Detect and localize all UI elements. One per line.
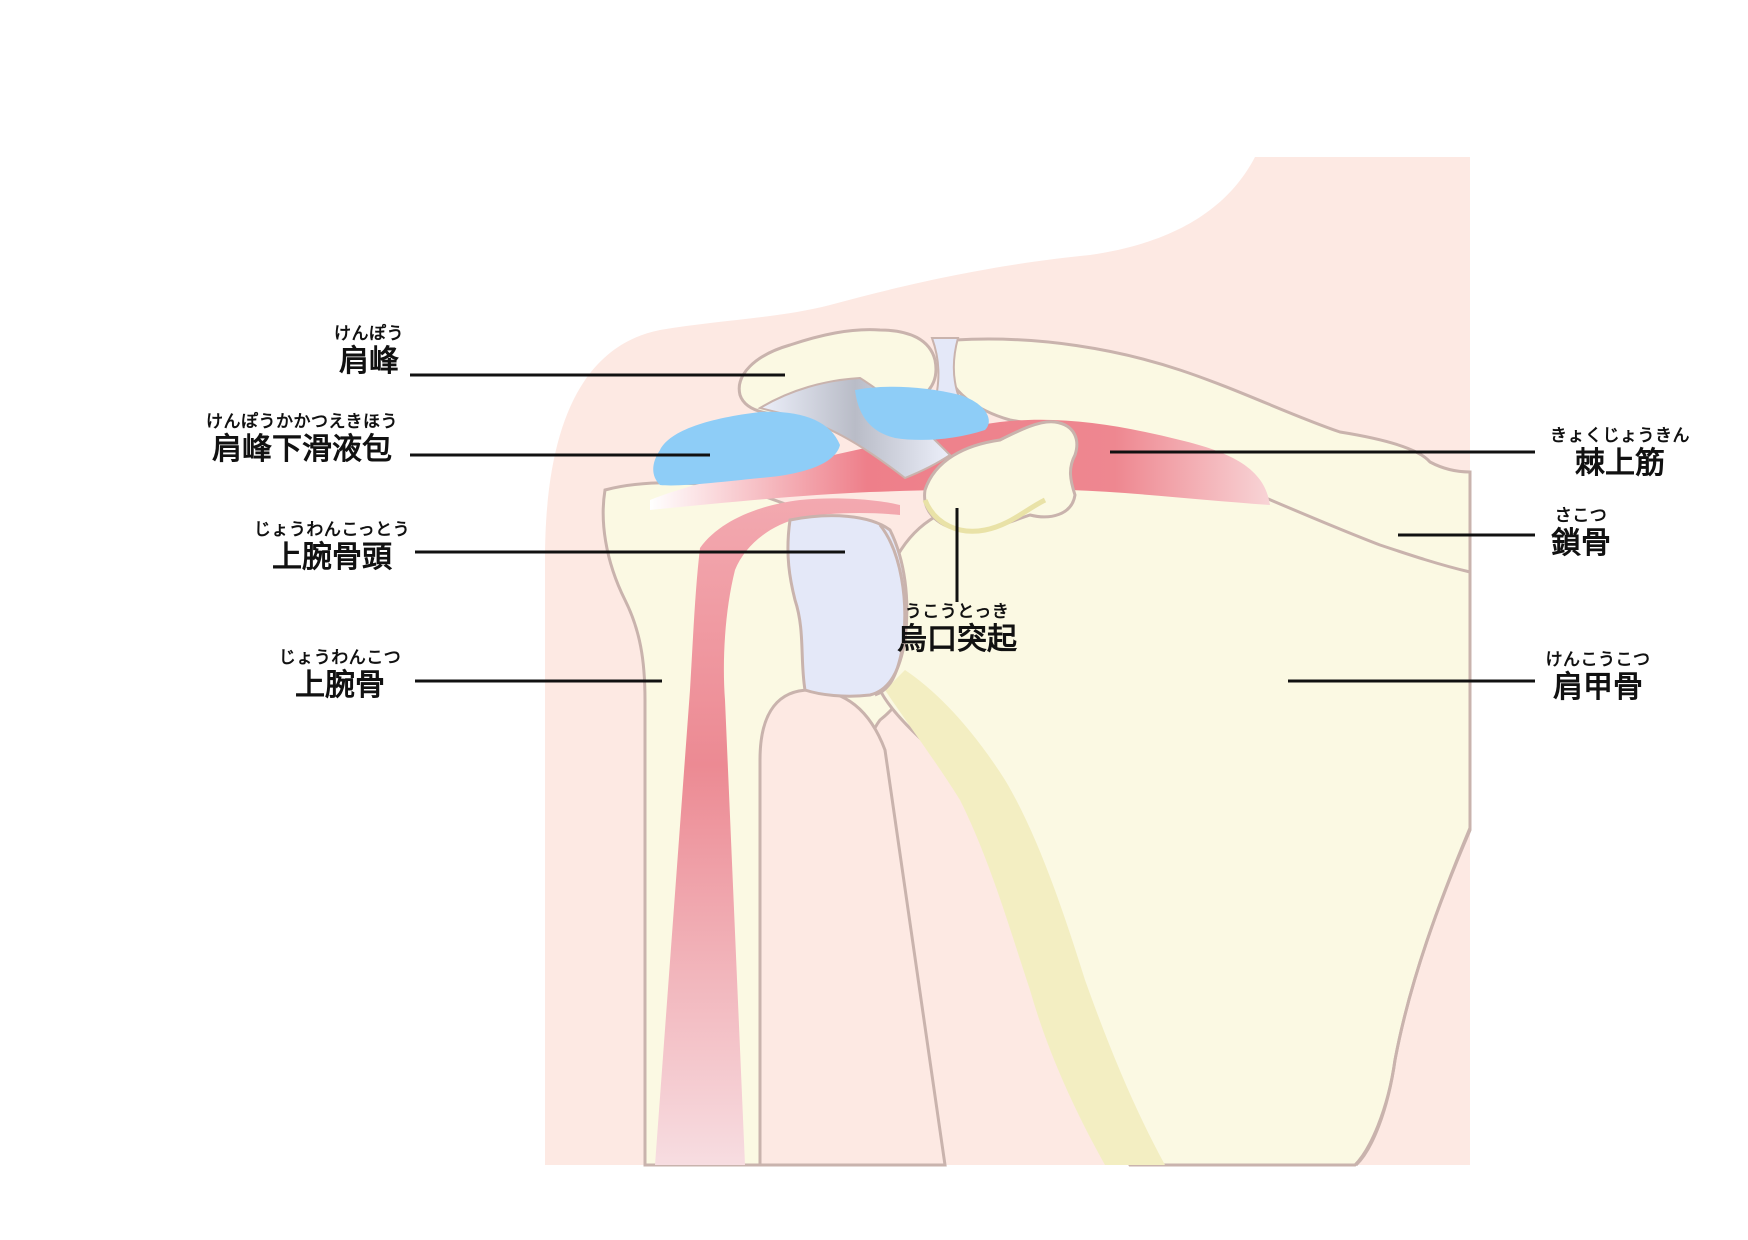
humeral-head-cartilage xyxy=(786,514,909,698)
label-humeral-head-ruby: じょうわんこっとう xyxy=(253,520,411,540)
coracoid-base-line xyxy=(922,497,1047,534)
label-supraspinatus: きょくじょうきん 棘上筋 xyxy=(1550,426,1690,482)
label-coracoid: うこうとっき 烏口突起 xyxy=(897,602,1017,658)
label-coracoid-name: 烏口突起 xyxy=(897,622,1017,657)
label-coracoid-ruby: うこうとっき xyxy=(904,602,1010,622)
label-clavicle-name: 鎖骨 xyxy=(1551,526,1611,561)
label-acromion-ruby: けんぽう xyxy=(334,324,404,344)
label-supraspinatus-name: 棘上筋 xyxy=(1575,446,1665,481)
glenoid-rim xyxy=(874,524,907,697)
label-clavicle: さこつ 鎖骨 xyxy=(1551,506,1611,562)
label-humeral-head: じょうわんこっとう 上腕骨頭 xyxy=(254,520,410,576)
subacromial-bursa xyxy=(653,411,840,486)
label-acromion-name: 肩峰 xyxy=(339,344,399,379)
label-bursa: けんぽうかかつえきほう 肩峰下滑液包 xyxy=(206,412,398,468)
biceps-tendon xyxy=(655,498,900,1166)
label-scapula-ruby: けんこうこつ xyxy=(1545,650,1651,670)
label-acromion: けんぽう 肩峰 xyxy=(334,324,404,380)
label-clavicle-ruby: さこつ xyxy=(1554,506,1608,526)
leader-lines xyxy=(410,373,1535,683)
label-humerus-ruby: じょうわんこつ xyxy=(278,648,402,668)
label-humeral-head-name: 上腕骨頭 xyxy=(272,540,392,575)
scapula-border-shade xyxy=(885,670,1165,1165)
label-humerus: じょうわんこつ 上腕骨 xyxy=(279,648,402,704)
label-humerus-name: 上腕骨 xyxy=(295,668,385,703)
label-supraspinatus-ruby: きょくじょうきん xyxy=(1550,426,1690,446)
label-scapula: けんこうこつ 肩甲骨 xyxy=(1546,650,1651,706)
label-bursa-ruby: けんぽうかかつえきほう xyxy=(206,412,398,432)
label-scapula-name: 肩甲骨 xyxy=(1553,670,1643,705)
label-bursa-name: 肩峰下滑液包 xyxy=(212,432,392,467)
coracoacromial-ligament xyxy=(757,376,952,480)
subacromial-bursa-upper xyxy=(855,386,989,440)
scapula-right-edge xyxy=(1354,827,1472,1167)
